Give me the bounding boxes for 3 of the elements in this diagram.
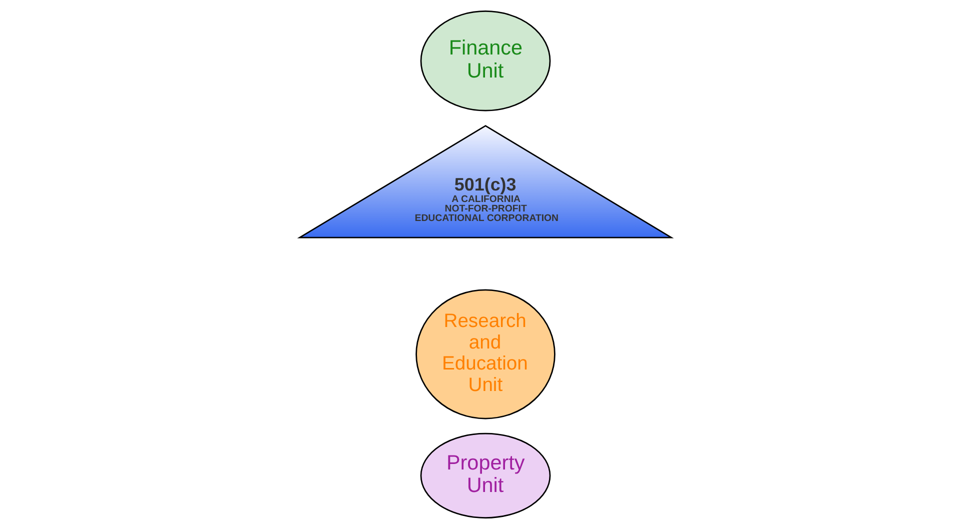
node-ellipse: Finance Unit — [420, 10, 551, 112]
node-circle: Research and Education Unit — [416, 289, 556, 420]
node-ellipse: Property Unit — [420, 432, 551, 518]
